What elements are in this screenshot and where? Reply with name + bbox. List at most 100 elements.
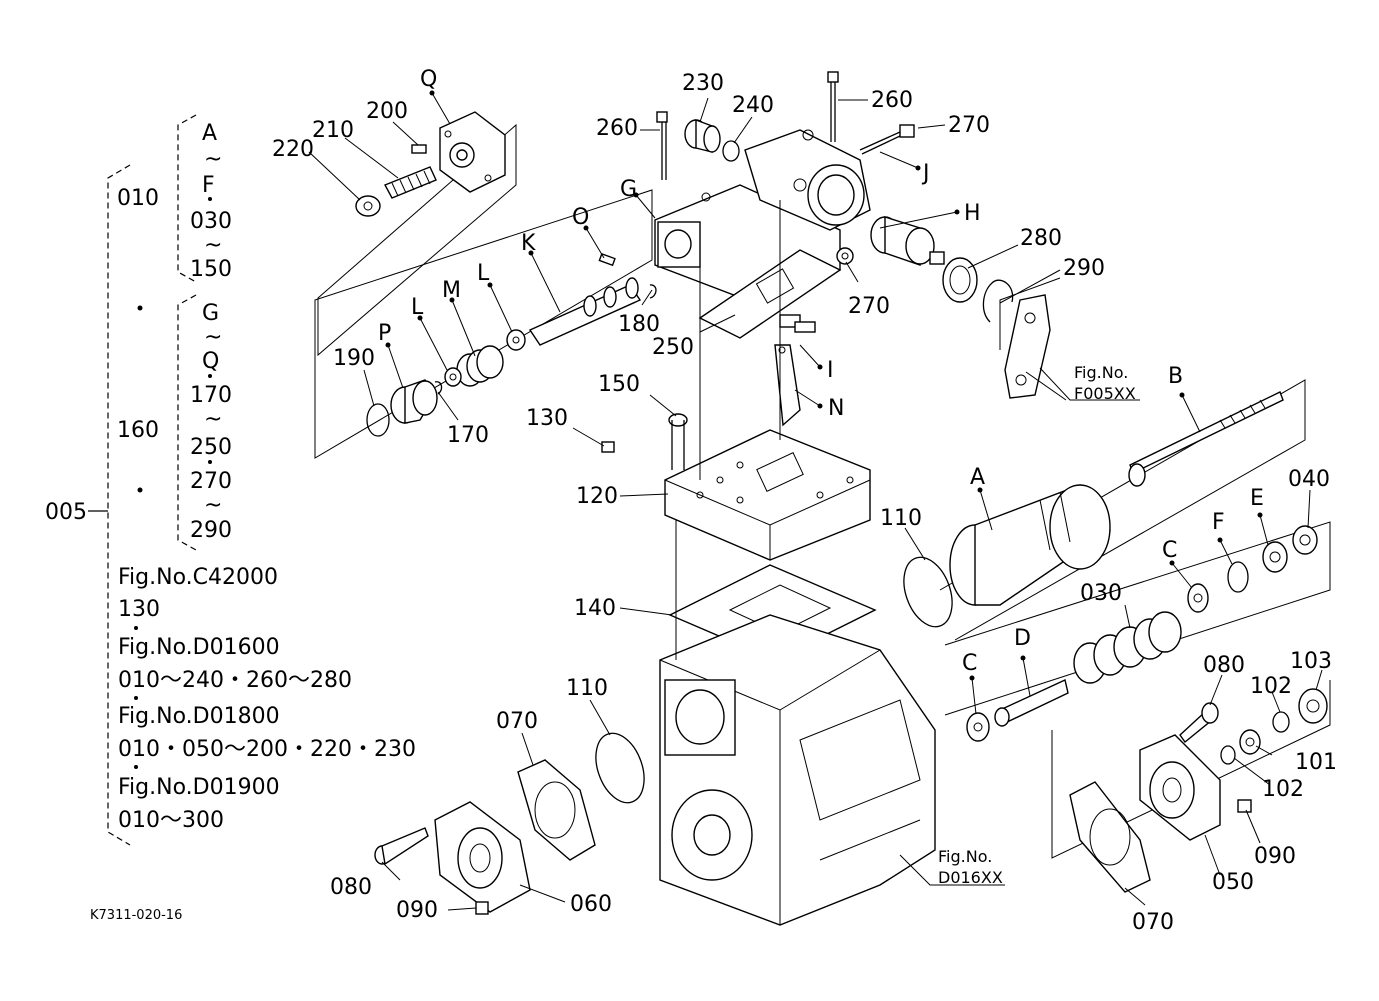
label-190: 190 (333, 346, 375, 371)
gasket-070-right (1069, 781, 1151, 893)
label-L-left: L (411, 295, 424, 320)
plug-090-right (1237, 799, 1252, 813)
label-F: F (1212, 510, 1225, 535)
label-130: 130 (526, 406, 568, 431)
leader-lines (308, 92, 1323, 911)
cap-P (390, 379, 438, 424)
legend-text: 005 010 160 A ~ F 030 ~ 150 G ~ Q 170 ~ … (45, 121, 416, 833)
snap-ring-290 (982, 279, 1014, 323)
label-030: 030 (1080, 581, 1122, 606)
label-N: N (828, 396, 844, 421)
spring-210 (384, 166, 437, 199)
label-103: 103 (1290, 649, 1332, 674)
legend-tilde-3: ~ (204, 325, 222, 350)
legend-G: G (202, 301, 219, 326)
main-housing (659, 614, 936, 926)
legend-Q: Q (202, 349, 219, 374)
oring-110-left (595, 732, 645, 804)
legend-ref-4-parts: 010～300 (118, 808, 224, 833)
label-D: D (1014, 626, 1031, 651)
seal-280 (942, 257, 978, 303)
label-C-upper: C (1162, 538, 1177, 563)
plug-270-top (859, 124, 915, 155)
oring-102-upper (1272, 711, 1290, 733)
label-090-right: 090 (1254, 844, 1296, 869)
label-102-lower: 102 (1262, 777, 1304, 802)
label-120: 120 (576, 484, 618, 509)
legend-270: 270 (190, 469, 232, 494)
label-280: 280 (1020, 226, 1062, 251)
drawing-code: K7311-020-16 (90, 908, 182, 923)
plug-270-mid (836, 247, 854, 265)
legend-tilde-1: ~ (204, 147, 222, 172)
label-040: 040 (1288, 467, 1330, 492)
clip-170 (434, 381, 443, 395)
lever-N (774, 344, 801, 427)
label-140: 140 (574, 596, 616, 621)
legend-010: 010 (117, 186, 159, 211)
cylinder-A (949, 484, 1111, 606)
legend-tilde-2: ~ (204, 233, 222, 258)
label-070-right: 070 (1132, 910, 1174, 935)
label-101: 101 (1295, 750, 1337, 775)
legend-ref-1-parts: 130 (118, 597, 160, 622)
legend-F: F (202, 173, 215, 198)
legend-160: 160 (117, 418, 159, 443)
label-240: 240 (732, 93, 774, 118)
spring-M (456, 345, 504, 387)
legend-ref-2-parts: 010～240・260～280 (118, 668, 352, 693)
oring-110-right (903, 556, 953, 628)
label-O: O (572, 205, 589, 230)
label-200: 200 (366, 99, 408, 124)
cover-060 (434, 801, 531, 913)
label-I: I (827, 358, 834, 383)
lever-plate (1004, 294, 1051, 399)
piston-H (870, 216, 945, 266)
label-290: 290 (1063, 256, 1105, 281)
part-labels: 220 210 200 Q 230 240 260 260 270 J G O … (272, 67, 1337, 935)
part-shapes (355, 71, 1328, 926)
figref-f005-line2: F005XX (1074, 384, 1136, 403)
figref-f005-line1: Fig.No. (1074, 363, 1128, 382)
rod-D (994, 679, 1069, 727)
figref-d016-line2: D016XX (938, 868, 1003, 887)
nut-220 (355, 195, 381, 217)
label-A: A (970, 465, 985, 490)
label-080-left: 080 (330, 875, 372, 900)
oring-190 (366, 403, 390, 437)
label-P: P (378, 321, 391, 346)
label-J: J (921, 161, 930, 186)
label-L-right: L (477, 261, 490, 286)
ring-F (1227, 561, 1249, 593)
label-H: H (964, 201, 981, 226)
label-170: 170 (447, 423, 489, 448)
bolt-260-left (656, 111, 668, 180)
nut-101 (1239, 729, 1261, 755)
pin-O (598, 252, 616, 267)
label-220: 220 (272, 137, 314, 162)
bolt-260-right (827, 71, 839, 142)
label-270-mid: 270 (848, 294, 890, 319)
label-210: 210 (312, 118, 354, 143)
legend-290: 290 (190, 518, 232, 543)
leader-dots (385, 90, 1263, 681)
label-060: 060 (570, 892, 612, 917)
head-H (744, 129, 871, 231)
washer-C-upper (1187, 583, 1209, 613)
bolt-080-left (374, 827, 429, 866)
clip-180 (649, 284, 657, 299)
label-230: 230 (682, 71, 724, 96)
nut-E (1262, 541, 1288, 573)
label-050: 050 (1212, 870, 1254, 895)
label-270-top: 270 (948, 113, 990, 138)
plug-090-left (475, 901, 489, 915)
bolt-150 (668, 413, 688, 470)
label-C-lower: C (962, 651, 977, 676)
figref-d016-line1: Fig.No. (938, 847, 992, 866)
washer-L-right (506, 329, 526, 351)
washer-L-left (444, 367, 462, 387)
cover-050 (1139, 734, 1221, 841)
spool-K (528, 277, 642, 346)
pin-I (779, 314, 816, 333)
oring-102-lower (1220, 745, 1236, 765)
